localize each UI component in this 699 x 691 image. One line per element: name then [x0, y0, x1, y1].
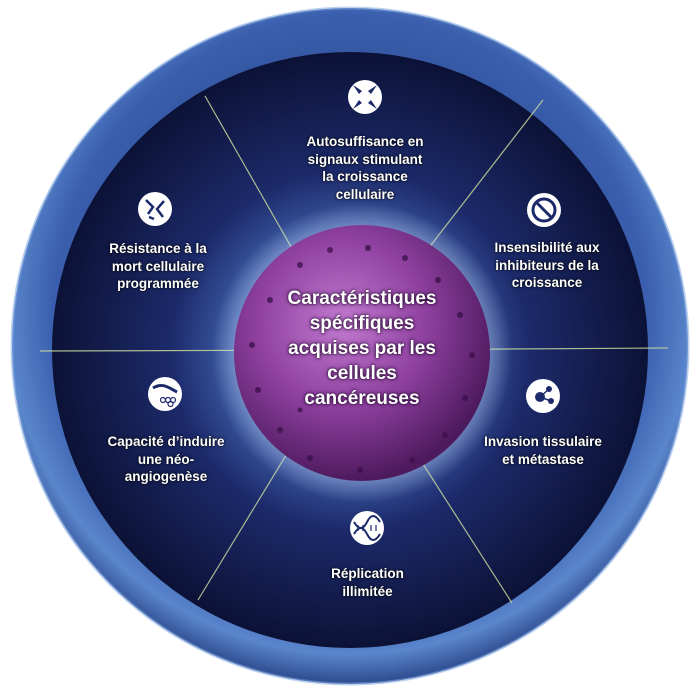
blocked-sign-icon — [527, 193, 561, 227]
dna-helix-icon — [350, 511, 384, 545]
center-title: Caractéristiques spécifiques acquises pa… — [287, 288, 437, 409]
segment-label-apoptosis-resistance: Résistance à la mort cellulaire programm… — [109, 241, 207, 291]
blood-vessel-icon — [148, 377, 182, 411]
segment-label-replication: Réplication illimitée — [331, 566, 404, 599]
molecule-spread-icon — [526, 379, 560, 413]
segment-label-growth-signals: Autosuffisance en signaux stimulant la c… — [306, 134, 424, 202]
segment-label-growth-inhibitors: Insensibilité aux inhibiteurs de la croi… — [494, 240, 600, 290]
arrows-converge-icon — [348, 80, 382, 114]
segment-label-invasion: Invasion tissulaire et métastase — [484, 434, 602, 467]
segment-label-angiogenesis: Capacité d’induire une néo- angiogenèse — [107, 434, 225, 484]
broken-cell-icon — [138, 192, 172, 226]
nucleus-sphere — [234, 225, 490, 481]
nucleus-pores — [249, 245, 475, 473]
